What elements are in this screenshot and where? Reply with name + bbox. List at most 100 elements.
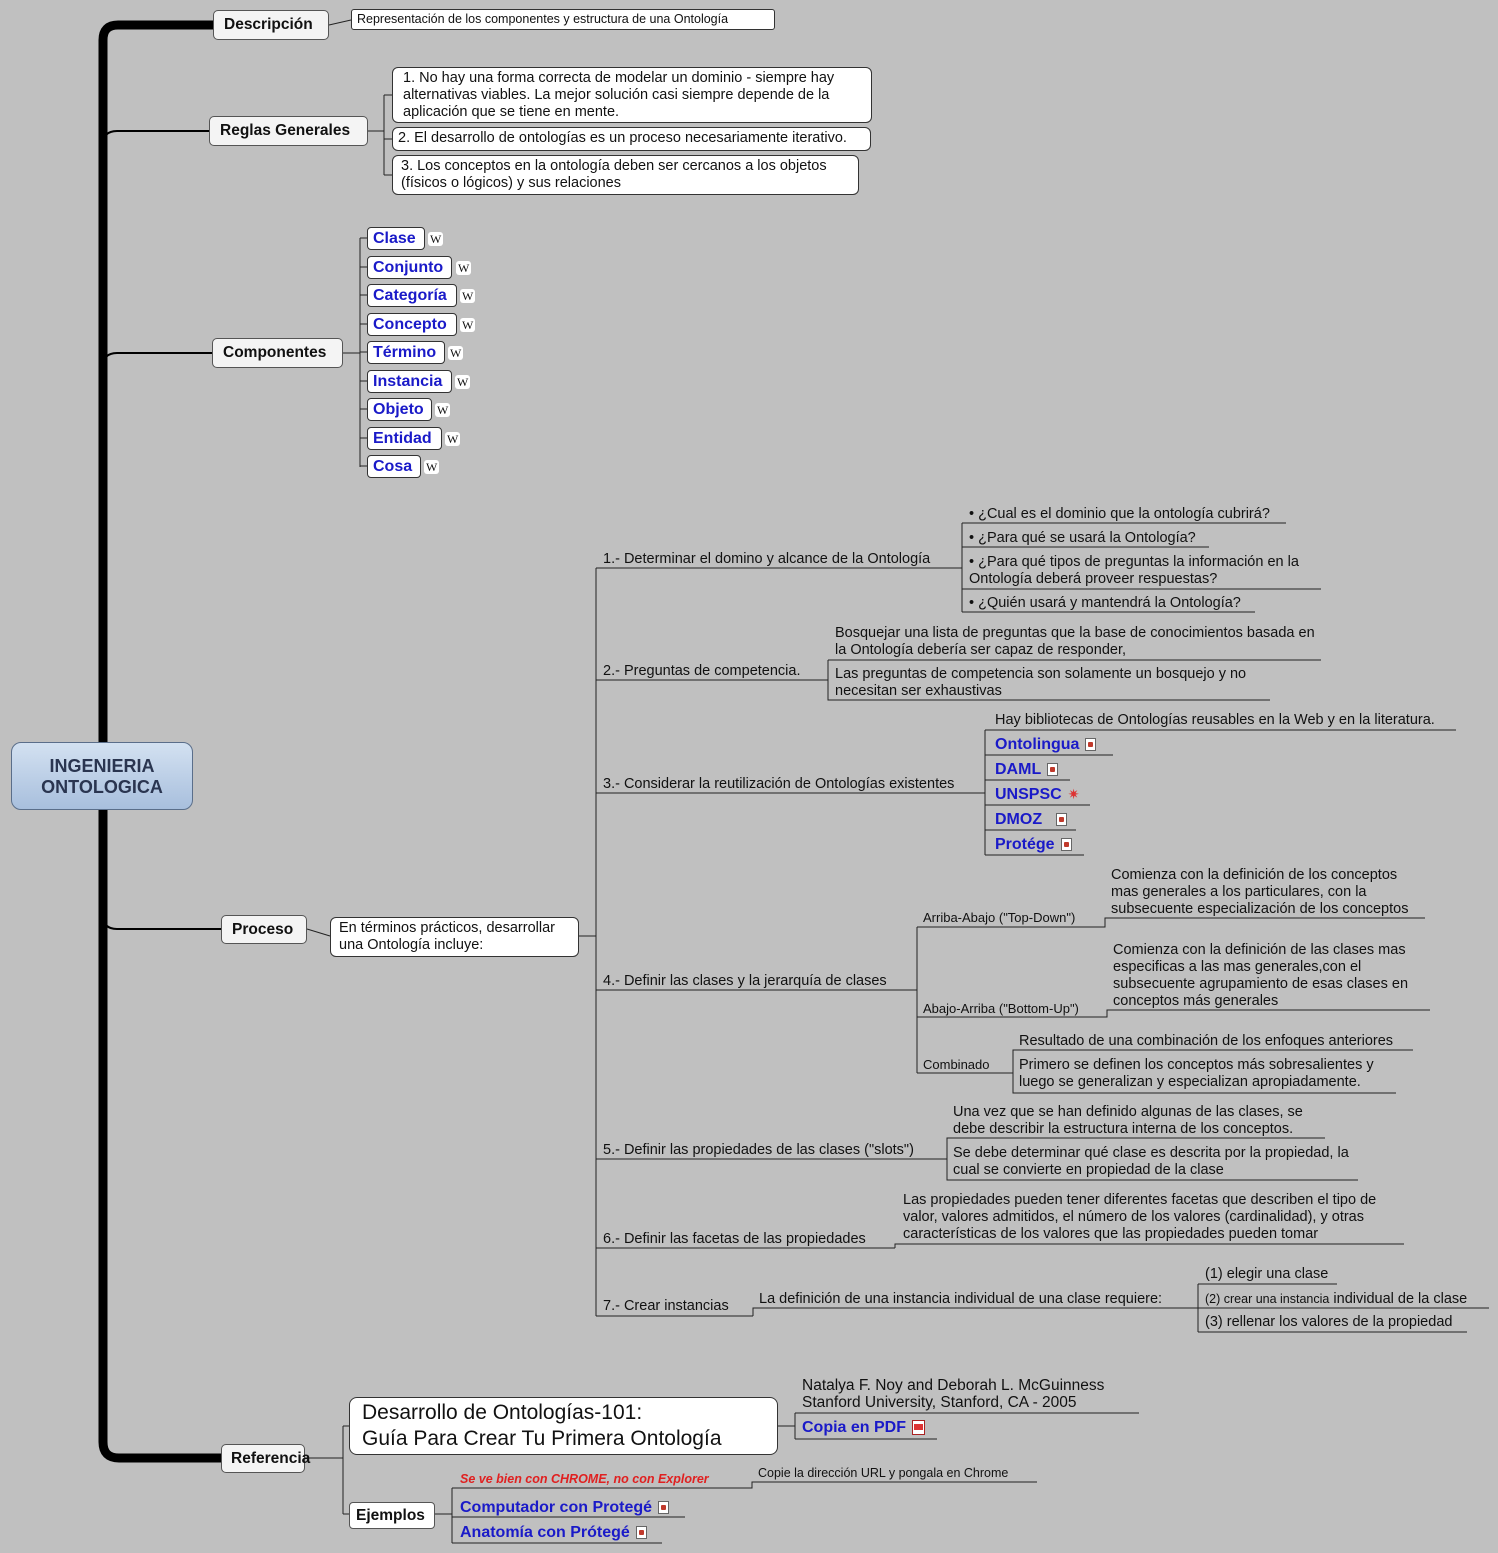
componente-objeto-label: Objeto — [373, 401, 424, 418]
step-7-item-small: (2) crear una instancia — [1205, 1292, 1330, 1306]
wikipedia-icon[interactable]: W — [456, 261, 472, 275]
link-unspsc-label: UNSPSC — [995, 786, 1062, 803]
ejemplo-anatomia-label: Anatomía con Prótegé — [460, 1524, 630, 1541]
wikipedia-icon[interactable]: W — [455, 375, 471, 389]
step-7-item-rest: individual de la clase — [1329, 1291, 1468, 1307]
componente-conjunto-label: Conjunto — [373, 259, 444, 276]
approach-combinado-text-1: Resultado de una combinación de los enfo… — [1019, 1033, 1394, 1049]
approach-combinado: Combinado — [923, 1057, 990, 1072]
referencia-title-line-1: Desarrollo de Ontologías-101: — [362, 1401, 643, 1424]
approach-combinado-text-2: Primero se definen los conceptos más sob… — [1019, 1057, 1374, 1090]
regla-2-text: 2. El desarrollo de ontologías es un pro… — [398, 130, 847, 146]
wikipedia-icon[interactable]: W — [424, 460, 440, 474]
root-line-1: INGENIERIA — [49, 756, 155, 776]
step-3-label: 3.- Considerar la reutilización de Ontol… — [603, 776, 955, 792]
componente-conjunto[interactable]: Conjunto — [367, 256, 452, 279]
componente-concepto[interactable]: Concepto — [367, 313, 457, 336]
step-1-label: 1.- Determinar el domino y alcance de la… — [603, 551, 931, 567]
link-daml[interactable]: DAML — [995, 761, 1059, 778]
step-7-item: (2) crear una instancia individual de la… — [1205, 1290, 1467, 1308]
approach-bottom-up: Abajo-Arriba ("Bottom-Up") — [923, 1001, 1079, 1016]
componente-objeto[interactable]: Objeto — [367, 398, 432, 421]
document-icon — [1047, 763, 1059, 777]
step-2-item: Bosquejar una lista de preguntas que la … — [835, 625, 1315, 658]
pdf-link-label: Copia en PDF — [802, 1419, 907, 1436]
descripcion-node[interactable]: Descripción — [213, 10, 329, 40]
regla-1: 1. No hay una forma correcta de modelar … — [392, 67, 872, 123]
document-icon — [1056, 813, 1068, 827]
reglas-label: Reglas Generales — [220, 122, 351, 139]
link-ontolingua[interactable]: Ontolingua — [995, 736, 1097, 753]
web-link-icon: ✷ — [1067, 786, 1080, 803]
document-icon — [1060, 838, 1072, 852]
wikipedia-icon[interactable]: W — [445, 432, 461, 446]
root-node[interactable]: INGENIERIA ONTOLOGICA — [11, 742, 193, 810]
ejemplo-computador-link[interactable]: Computador con Protegé — [460, 1499, 670, 1516]
proceso-node[interactable]: Proceso — [221, 915, 307, 944]
reglas-node[interactable]: Reglas Generales — [209, 116, 368, 146]
wikipedia-icon[interactable]: W — [448, 346, 464, 360]
link-dmoz[interactable]: DMOZ — [995, 811, 1068, 828]
componente-entidad-label: Entidad — [373, 430, 432, 447]
approach-top-down-text: Comienza con la definición de los concep… — [1111, 867, 1409, 917]
ejemplos-warning: Se ve bien con CHROME, no con Explorer — [460, 1472, 709, 1486]
componentes-label: Componentes — [223, 344, 327, 361]
ejemplo-computador-label: Computador con Protegé — [460, 1499, 653, 1516]
step-7-item: (1) elegir una clase — [1205, 1266, 1329, 1282]
link-unspsc[interactable]: UNSPSC ✷ — [995, 786, 1079, 803]
componente-categoria-label: Categoría — [373, 287, 447, 304]
root-line-2: ONTOLOGICA — [41, 777, 163, 797]
step-7-item: (3) rellenar los valores de la propiedad — [1205, 1314, 1453, 1330]
ejemplos-node[interactable]: Ejemplos — [349, 1502, 435, 1529]
step-7-label: 7.- Crear instancias — [603, 1298, 729, 1314]
step-3-note: Hay bibliotecas de Ontologías reusables … — [995, 712, 1435, 728]
ejemplos-tip: Copie la dirección URL y pongala en Chro… — [758, 1466, 1009, 1480]
ejemplos-label: Ejemplos — [356, 1507, 425, 1524]
componente-entidad[interactable]: Entidad — [367, 427, 442, 450]
step-2-item: Las preguntas de competencia son solamen… — [835, 666, 1247, 699]
componente-clase[interactable]: Clase — [367, 227, 425, 250]
referencia-node[interactable]: Referencia — [221, 1444, 310, 1473]
link-daml-label: DAML — [995, 761, 1042, 778]
document-icon — [1085, 738, 1097, 752]
referencia-title-line-2: Guía Para Crear Tu Primera Ontología — [362, 1427, 722, 1450]
pdf-icon — [912, 1420, 926, 1436]
pdf-link[interactable]: Copia en PDF — [802, 1419, 926, 1436]
componente-termino-label: Término — [373, 344, 437, 361]
wikipedia-icon[interactable]: W — [460, 318, 476, 332]
regla-1-text: 1. No hay una forma correcta de modelar … — [403, 70, 835, 120]
regla-3: 3. Los conceptos en la ontología deben s… — [392, 155, 859, 195]
componente-termino[interactable]: Término — [367, 341, 445, 364]
proceso-intro-text: En términos prácticos, desarrollar una O… — [339, 920, 555, 953]
componente-cosa-label: Cosa — [373, 458, 413, 475]
componentes-node[interactable]: Componentes — [212, 338, 343, 368]
proceso-intro: En términos prácticos, desarrollar una O… — [330, 917, 579, 957]
step-5-item: Una vez que se han definido algunas de l… — [953, 1104, 1303, 1137]
step-1-item: • ¿Para qué se usará la Ontología? — [969, 530, 1196, 546]
document-icon — [635, 1526, 647, 1540]
wikipedia-icon[interactable]: W — [435, 403, 451, 417]
regla-3-text: 3. Los conceptos en la ontología deben s… — [401, 158, 827, 191]
step-1-item: • ¿Quién usará y mantendrá la Ontología? — [969, 595, 1241, 611]
componente-concepto-label: Concepto — [373, 316, 447, 333]
link-protege-label: Protége — [995, 836, 1055, 853]
step-6-item: Las propiedades pueden tener diferentes … — [903, 1192, 1377, 1242]
componente-cosa[interactable]: Cosa — [367, 455, 421, 478]
componente-instancia[interactable]: Instancia — [367, 370, 452, 393]
componente-categoria[interactable]: Categoría — [367, 284, 457, 307]
link-ontolingua-label: Ontolingua — [995, 736, 1080, 753]
step-1-item: • ¿Para qué tipos de preguntas la inform… — [969, 554, 1299, 587]
step-1-item: • ¿Cual es el dominio que la ontología c… — [969, 506, 1270, 522]
link-protege[interactable]: Protége — [995, 836, 1072, 853]
referencia-title: Desarrollo de Ontologías-101: Guía Para … — [349, 1397, 778, 1455]
componente-clase-label: Clase — [373, 230, 416, 247]
regla-2: 2. El desarrollo de ontologías es un pro… — [392, 127, 871, 151]
proceso-label: Proceso — [232, 921, 294, 938]
approach-top-down: Arriba-Abajo ("Top-Down") — [923, 910, 1076, 925]
referencia-authors: Natalya F. Noy and Deborah L. McGuinness… — [802, 1377, 1104, 1411]
wikipedia-icon[interactable]: W — [460, 289, 476, 303]
ejemplo-anatomia-link[interactable]: Anatomía con Prótegé — [460, 1524, 647, 1541]
wikipedia-icon[interactable]: W — [428, 232, 444, 246]
document-icon — [658, 1501, 670, 1515]
